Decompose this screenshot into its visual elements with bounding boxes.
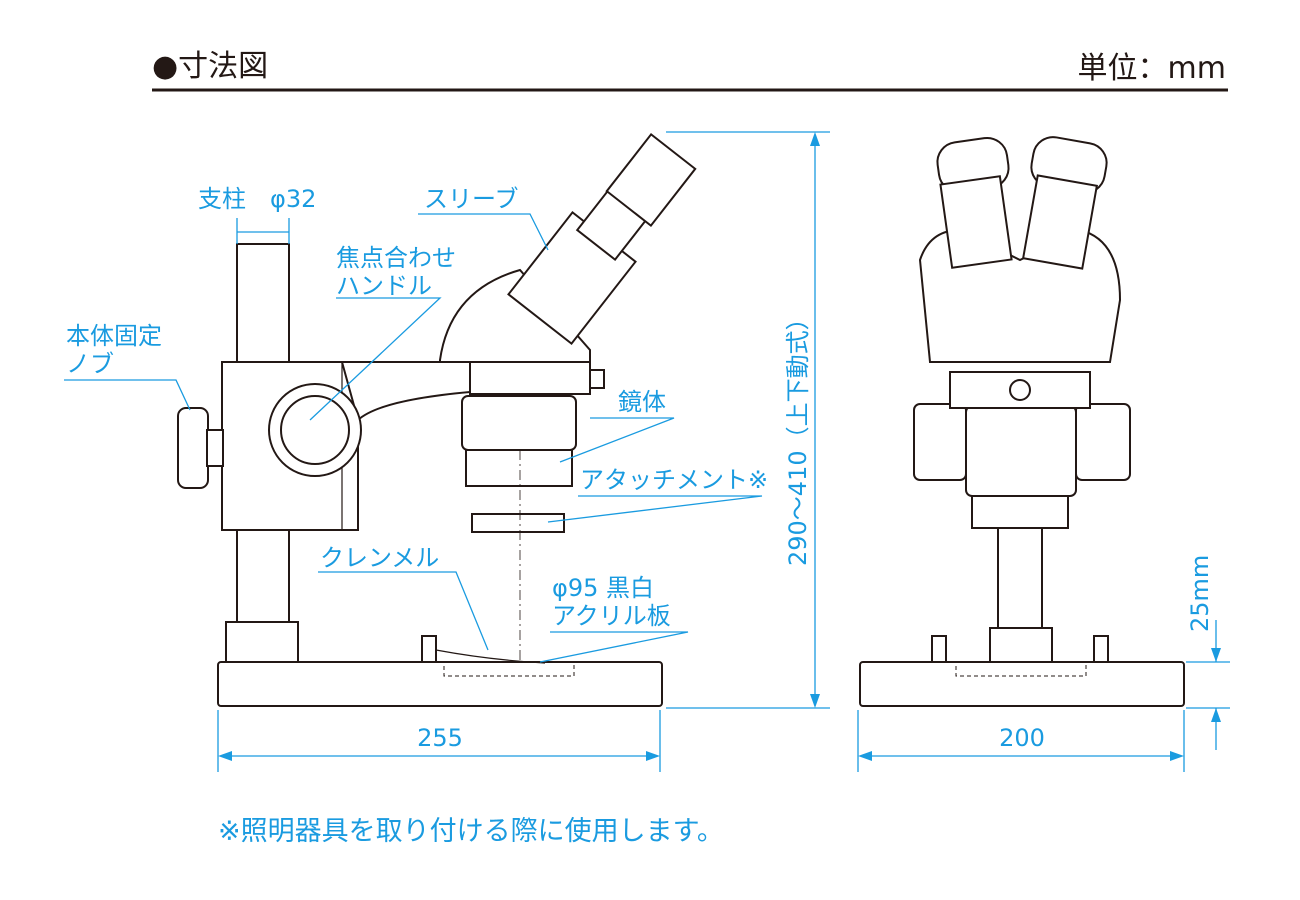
label-side-width: 255 [417,724,463,752]
pillar-collar [225,621,299,663]
unit-label: 単位：mm [1078,51,1226,86]
front-view-microscope [859,136,1185,707]
eyepiece [605,132,697,228]
label-base-height: 25mm [1186,555,1214,632]
label-height: 290〜410（上下動式） [784,306,812,566]
body-lock-knob [177,407,209,489]
label-focus-handle-2: ハンドル [336,272,432,300]
label-body-knob-2: ノブ [66,350,114,378]
objective-lower [465,449,573,487]
label-focus-handle-1: 焦点合わせ [336,244,456,272]
label-clamp: クレンメル [320,544,439,572]
label-plate-2: アクリル板 [552,602,671,630]
label-scope-body: 鏡体 [618,388,666,416]
label-front-width: 200 [999,724,1045,752]
base [217,661,663,707]
diagram-title: ●寸法図 [152,49,268,84]
pillar-lower [236,529,290,623]
label-plate-1: φ95 黒白 [552,574,654,602]
label-pillar: 支柱 φ32 [198,185,316,213]
label-sleeve: スリーブ [424,185,519,213]
attachment [471,513,565,533]
label-attachment: アタッチメント※ [580,466,768,494]
scope-mount [469,361,591,395]
scope-head [439,268,591,363]
front-base [859,661,1185,707]
dimension-lines [64,131,1230,772]
side-view-microscope [177,132,697,707]
label-body-knob-1: 本体固定 [66,322,162,350]
pillar-top [236,243,290,363]
footnote: ※照明器具を取り付ける際に使用します。 [218,816,724,847]
objective-ring [461,395,577,451]
clamp-screw [421,635,437,663]
